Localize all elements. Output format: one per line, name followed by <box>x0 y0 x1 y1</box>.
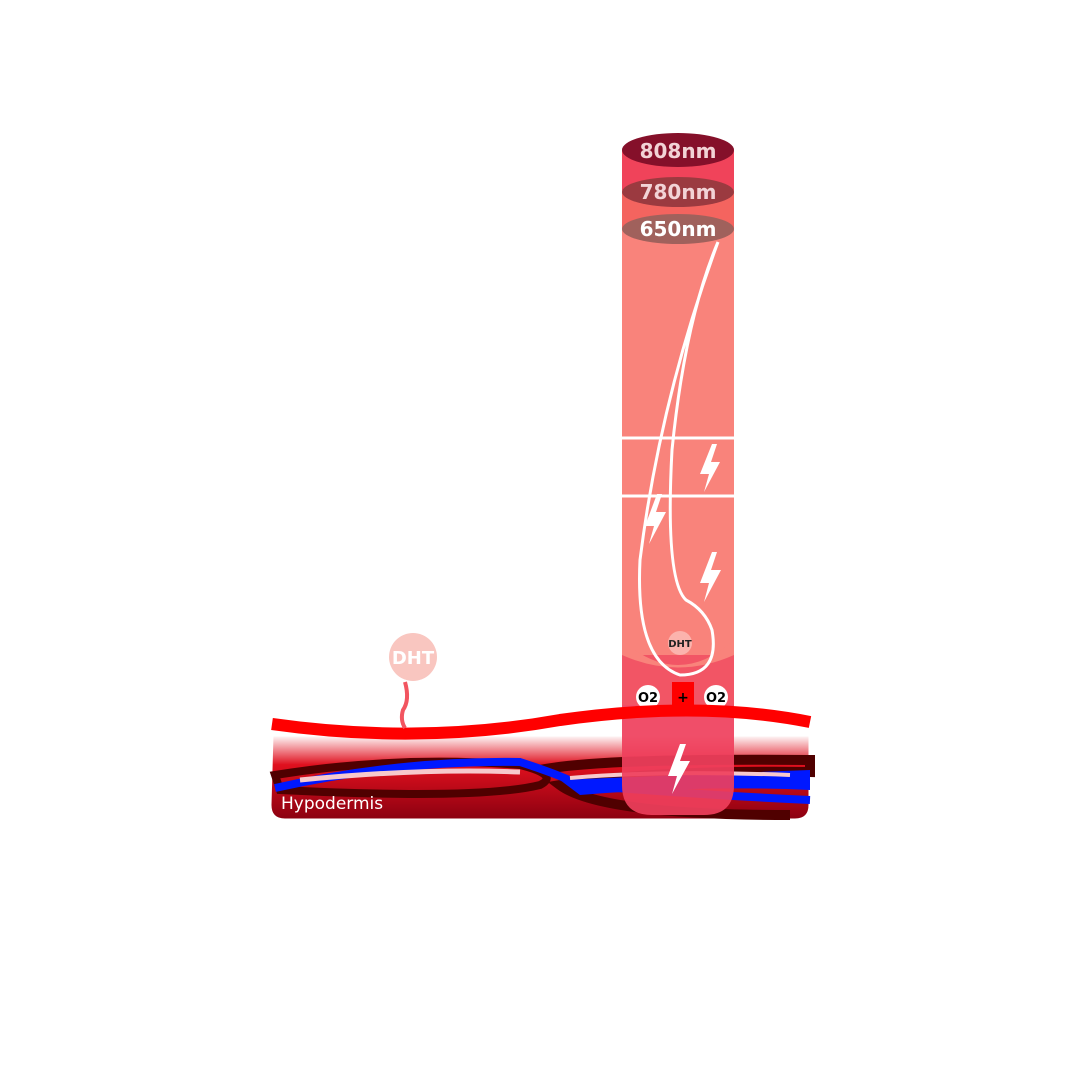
dht-follicle-circle <box>668 631 692 655</box>
dark-vessel <box>269 757 551 798</box>
wavelength-650: 650nm <box>640 217 717 241</box>
wavelength-808: 808nm <box>640 139 717 163</box>
dht-free-circle <box>389 633 437 681</box>
o2-right-label: O2 <box>706 691 726 706</box>
o2-left-circle <box>636 685 660 709</box>
band-650 <box>622 214 734 244</box>
wavelength-780: 780nm <box>640 180 717 204</box>
layer-label: Hypodermis <box>281 794 383 814</box>
hair-follicle <box>638 241 720 677</box>
plus-sign: + <box>677 690 689 706</box>
o2-right-circle <box>704 685 728 709</box>
lightning-icon <box>645 494 666 544</box>
lightning-icon <box>668 744 690 794</box>
o2-left-label: O2 <box>638 691 658 706</box>
lightning-icon <box>700 552 721 602</box>
dht-tether <box>399 681 410 730</box>
dht-free-label: DHT <box>392 648 435 669</box>
lightning-icon <box>700 444 720 492</box>
blood-vessel-line <box>271 704 812 740</box>
band-780 <box>622 177 734 207</box>
band-808 <box>622 133 734 167</box>
dht-follicle-label: DHT <box>668 639 692 650</box>
